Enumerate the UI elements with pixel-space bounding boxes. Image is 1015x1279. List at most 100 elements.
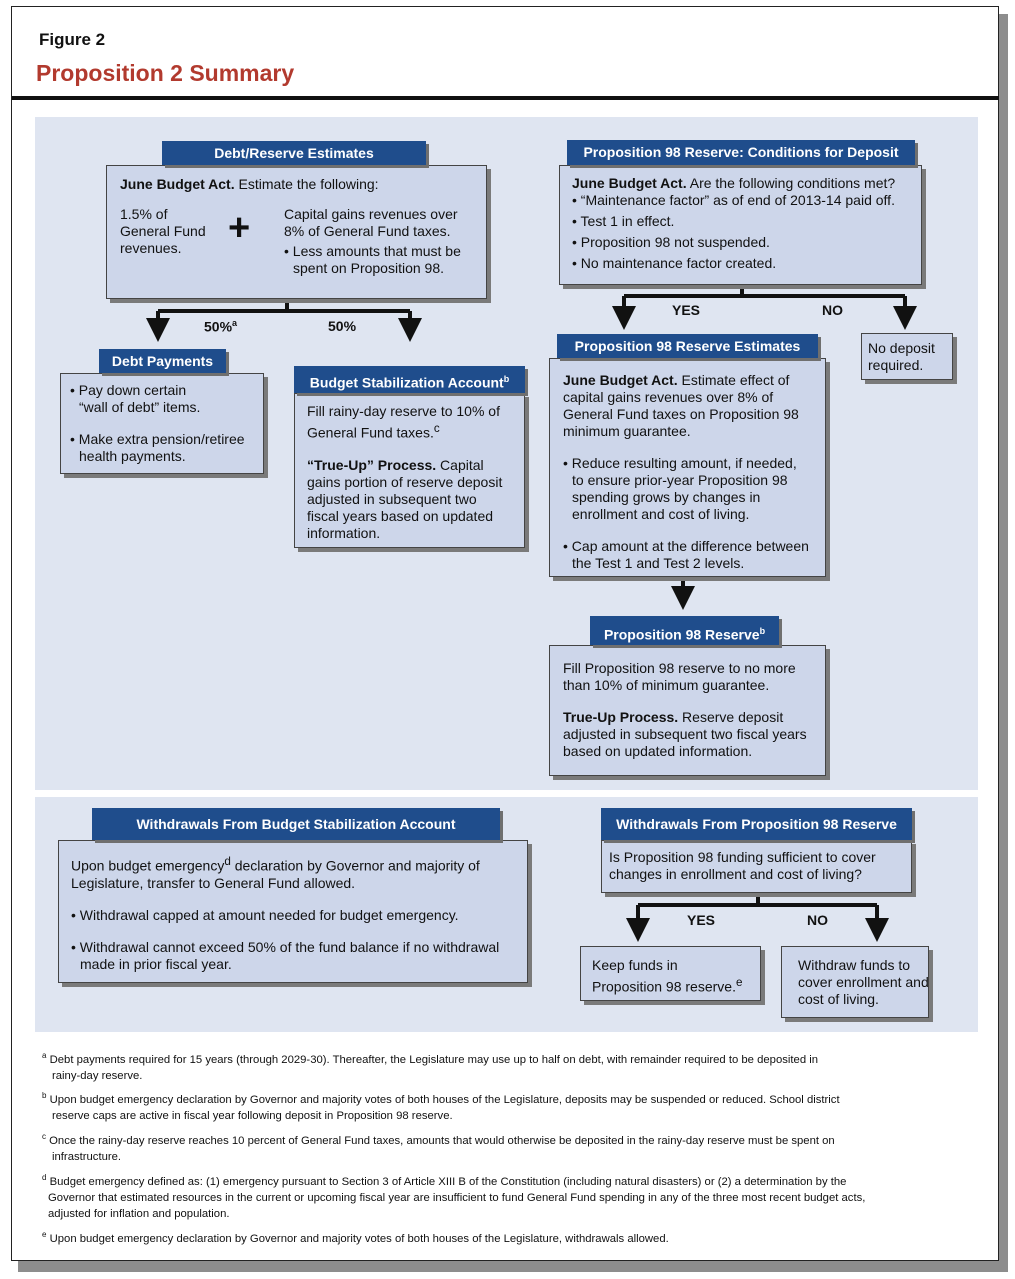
no-deposit-text: No deposit required. <box>868 340 935 374</box>
bsa-p2-line-3: adjusted in subsequent two <box>307 490 477 507</box>
p98-reserve-p2-line-2: adjusted in subsequent two fiscal years <box>563 726 807 742</box>
footnote-a: a Debt payments required for 15 years (t… <box>42 1048 962 1084</box>
p98-estimates-text: June Budget Act. Estimate effect of capi… <box>563 372 809 572</box>
footnote-a-text-1: Debt payments required for 15 years (thr… <box>49 1053 819 1066</box>
footnote-b-line-1: b Upon budget emergency declaration by G… <box>42 1088 962 1108</box>
no-deposit-box <box>861 333 953 380</box>
p98-estimates-p1-line-3: General Fund taxes on Proposition 98 <box>563 406 799 422</box>
footnote-a-line-1: a Debt payments required for 15 years (t… <box>42 1048 962 1068</box>
p98-reserve-true-up-bold: True-Up Process. <box>563 709 679 725</box>
debt-payments-item-1b: “wall of debt” items. <box>79 399 201 415</box>
bsa-withdrawals-p1-line-2: Legislature, transfer to General Fund al… <box>71 874 356 891</box>
debt-payments-box <box>60 373 264 474</box>
p98-estimates-bold: June Budget Act. <box>563 372 678 388</box>
p98-reserve-box <box>549 645 826 776</box>
bsa-p2-line-5: information. <box>307 524 381 541</box>
footnote-a-line-2: rainy-day reserve. <box>52 1069 143 1082</box>
p98-reserve-p1-line-2: than 10% of minimum guarantee. <box>563 677 770 693</box>
footnote-b-mark: b <box>42 1091 47 1100</box>
p98-condition-1: • “Maintenance factor” as of end of 2013… <box>572 192 895 208</box>
footnote-d-line-2: Governor that estimated resources in the… <box>48 1191 866 1204</box>
withdraw-funds-line-3: cost of living. <box>798 991 879 1007</box>
capital-gains-text: Capital gains revenues over 8% of Genera… <box>284 206 461 277</box>
footnote-c-mark: c <box>42 1132 46 1141</box>
footnote-c-line-1: c Once the rainy-day reserve reaches 10 … <box>42 1129 962 1149</box>
split-right-label: 50% <box>328 318 357 334</box>
bsa-true-up-bold: “True-Up” Process. <box>307 456 437 473</box>
capital-gains-line-2: 8% of General Fund taxes. <box>284 223 451 239</box>
withdraw-funds-box <box>781 946 929 1018</box>
footnote-c-text-1: Once the rainy-day reserve reaches 10 pe… <box>49 1134 835 1147</box>
bsa-withdrawals-bullet-1: • Withdrawal capped at amount needed for… <box>71 906 459 923</box>
bsa-withdrawals-note: d <box>224 855 231 868</box>
withdraw-funds-line-2: cover enrollment and <box>798 974 929 990</box>
footnote-d-line-3: adjusted for inflation and population. <box>48 1207 230 1220</box>
keep-funds-line-1: Keep funds in <box>592 957 678 973</box>
p98-estimates-bullet-2-line-2: the Test 1 and Test 2 levels. <box>572 555 745 571</box>
general-fund-share: 1.5% of General Fund revenues. <box>120 206 206 257</box>
bsa-p1-line-1: Fill rainy-day reserve to 10% of <box>307 403 500 419</box>
debt-payments-list: • Pay down certain “wall of debt” items.… <box>70 382 245 465</box>
keep-funds-line-2-text: Proposition 98 reserve. <box>592 978 736 995</box>
p98-estimates-bullet-1-line-4: enrollment and cost of living. <box>572 506 750 522</box>
bsa-withdrawals-p1-line-1: Upon budget emergencyd declaration by Go… <box>71 853 499 875</box>
debt-payments-item-2: • Make extra pension/retiree <box>70 431 245 447</box>
withdraw-no-label: NO <box>807 912 828 928</box>
footnote-e-text-1: Upon budget emergency declaration by Gov… <box>49 1232 669 1245</box>
general-fund-line-1: 1.5% of <box>120 206 168 222</box>
bsa-withdrawals-box <box>58 840 528 983</box>
figure-label: Figure 2 <box>39 30 106 49</box>
footnote-d: d Budget emergency defined as: (1) emerg… <box>42 1170 962 1222</box>
footnote-e: e Upon budget emergency declaration by G… <box>42 1227 962 1247</box>
split-left-note: a <box>232 318 238 328</box>
footnote-c: c Once the rainy-day reserve reaches 10 … <box>42 1129 962 1165</box>
bsa-withdrawals-p1-b: declaration by Governor and majority of <box>234 857 480 874</box>
p98-estimates-p1-line-2: capital gains revenues over 8% of <box>563 389 774 405</box>
bsa-withdrawals-header: Withdrawals From Budget Stabilization Ac… <box>92 808 500 840</box>
p98-reserve-text: Fill Proposition 98 reserve to no more t… <box>563 660 807 760</box>
bsa-header-text: Budget Stabilization Account <box>309 374 504 391</box>
p98-estimates-p1-line-1: June Budget Act. Estimate effect of <box>563 372 809 389</box>
p98-withdrawals-question-line-2: changes in enrollment and cost of living… <box>609 866 862 882</box>
bsa-withdrawals-bullet-2-line-2: made in prior fiscal year. <box>80 955 232 972</box>
p98-condition-3: • Proposition 98 not suspended. <box>572 234 770 250</box>
bsa-withdrawals-p1-a: Upon budget emergency <box>71 857 225 874</box>
p98-reserve-p1-line-1: Fill Proposition 98 reserve to no more <box>563 660 796 676</box>
bsa-header-note: b <box>503 374 510 384</box>
bsa-p2-line-2: gains portion of reserve deposit <box>307 473 503 490</box>
debt-reserve-intro-bold: June Budget Act. <box>120 176 235 192</box>
p98-conditions-header: Proposition 98 Reserve: Conditions for D… <box>567 140 915 165</box>
footnote-c-line-2: infrastructure. <box>52 1150 122 1163</box>
footnote-a-mark: a <box>42 1051 47 1060</box>
p98-condition-2: • Test 1 in effect. <box>572 213 675 229</box>
debt-payments-header: Debt Payments <box>99 349 226 373</box>
general-fund-line-3: revenues. <box>120 240 182 256</box>
debt-reserve-intro-text: Estimate the following: <box>238 176 379 192</box>
p98-conditions-box <box>559 165 922 285</box>
p98-reserve-header: Proposition 98 Reserveb <box>590 616 779 645</box>
p98-estimates-p1-line-4: minimum guarantee. <box>563 423 691 439</box>
no-deposit-line-2: required. <box>868 357 924 373</box>
p98-withdrawals-header: Withdrawals From Proposition 98 Reserve <box>601 808 912 840</box>
capital-gains-line-1: Capital gains revenues over <box>284 206 458 222</box>
capital-gains-line-3: • Less amounts that must be <box>284 243 461 259</box>
bsa-p1-note: c <box>433 422 440 435</box>
footnote-d-line-1: d Budget emergency defined as: (1) emerg… <box>42 1170 962 1190</box>
p98-condition-4: • No maintenance factor created. <box>572 255 777 271</box>
footnote-e-mark: e <box>42 1230 47 1239</box>
no-deposit-line-1: No deposit <box>868 340 935 356</box>
bsa-p2-line-1-text: Capital <box>440 456 484 473</box>
p98-conditions-intro-text: Are the following conditions met? <box>689 175 896 191</box>
title-rule <box>12 96 999 100</box>
p98-withdrawals-question: Is Proposition 98 funding sufficient to … <box>609 849 876 883</box>
withdraw-funds-text: Withdraw funds to cover enrollment and c… <box>798 957 929 1008</box>
bsa-text: Fill rainy-day reserve to 10% of General… <box>307 403 502 542</box>
general-fund-line-2: General Fund <box>120 223 206 239</box>
withdraw-yes-label: YES <box>687 912 716 928</box>
p98-withdrawals-question-line-1: Is Proposition 98 funding sufficient to … <box>609 849 876 865</box>
plus-sign: + <box>228 207 251 249</box>
bsa-p1-line-2: General Fund taxes.c <box>307 420 502 442</box>
debt-reserve-intro: June Budget Act. Estimate the following: <box>120 176 379 193</box>
p98-estimates-bullet-2: • Cap amount at the difference between <box>563 538 809 554</box>
